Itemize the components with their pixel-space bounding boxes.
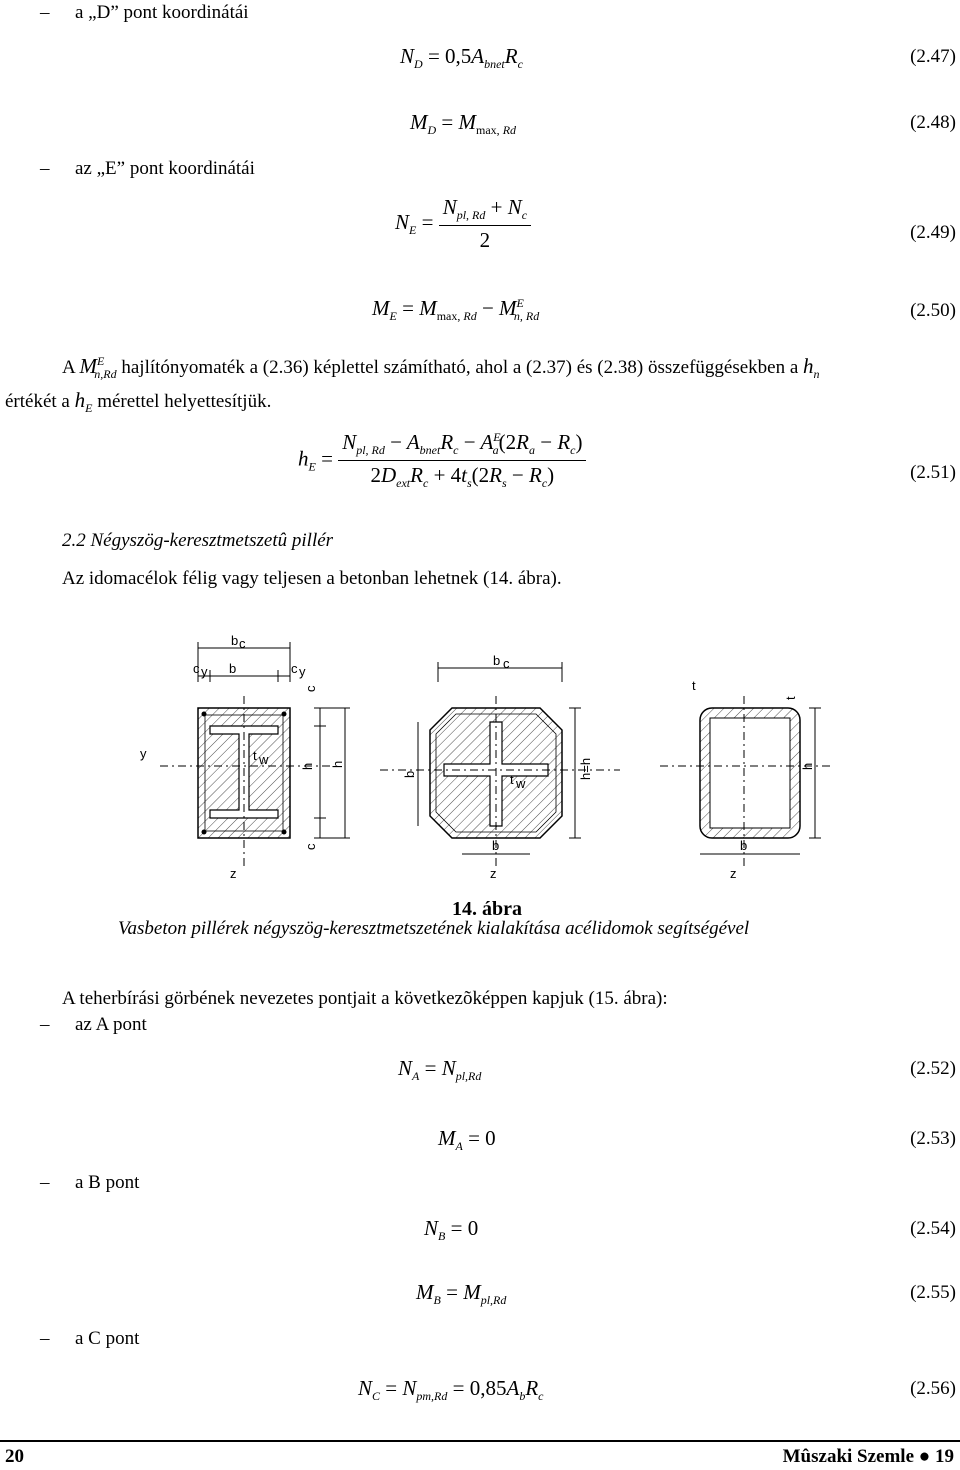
figure-number: 14. ábra bbox=[452, 898, 522, 920]
svg-text:c: c bbox=[291, 661, 298, 676]
equation-number: (2.53) bbox=[910, 1128, 956, 1149]
equation-number: (2.55) bbox=[910, 1282, 956, 1303]
equation-number: (2.56) bbox=[910, 1378, 956, 1399]
svg-text:h: h bbox=[800, 763, 815, 770]
item-a-point: az A pont bbox=[75, 1014, 147, 1035]
equation-2-52: NA = Npl,Rd bbox=[398, 1056, 482, 1084]
bullet-dash: – bbox=[40, 1172, 50, 1193]
bullet-dash: – bbox=[40, 1328, 50, 1349]
svg-text:c: c bbox=[303, 843, 318, 850]
svg-text:y: y bbox=[201, 664, 208, 679]
equation-number: (2.51) bbox=[910, 462, 956, 483]
bullet-dash: – bbox=[40, 2, 50, 23]
bullet-dash: – bbox=[40, 158, 50, 179]
svg-text:c: c bbox=[303, 685, 318, 692]
equation-2-48: MD = Mmax, Rd bbox=[410, 110, 517, 138]
svg-text:t: t bbox=[510, 772, 514, 787]
svg-text:b: b bbox=[231, 633, 238, 648]
svg-text:z: z bbox=[730, 866, 737, 881]
equation-2-56: NC = Npm,Rd = 0,85AbRc bbox=[358, 1376, 544, 1404]
paragraph-line-2: értékét a hE mérettel helyettesítjük. bbox=[5, 388, 272, 416]
svg-text:t: t bbox=[692, 678, 696, 693]
svg-text:c: c bbox=[193, 661, 200, 676]
item-d-point: a „D” pont koordinátái bbox=[75, 2, 249, 23]
figure-caption: Vasbeton pillérek négyszög-keresztmetsze… bbox=[118, 918, 750, 939]
page-number: 20 bbox=[5, 1446, 24, 1467]
body-paragraph: A teherbírási görbének nevezetes pontjai… bbox=[62, 988, 668, 1009]
equation-number: (2.50) bbox=[910, 300, 956, 321]
svg-text:b: b bbox=[402, 771, 417, 778]
equation-2-55: MB = Mpl,Rd bbox=[416, 1280, 507, 1308]
item-b-point: a B pont bbox=[75, 1172, 140, 1193]
paragraph-line-1: A MEn,Rd hajlítónyomaték a (2.36) képlet… bbox=[62, 354, 820, 382]
svg-text:b: b bbox=[740, 838, 747, 853]
equation-2-51: hE = Npl, Rd − AbnetRc − AEa(2Ra − Rc)2D… bbox=[298, 430, 587, 491]
svg-text:w: w bbox=[258, 752, 269, 767]
equation-2-54: NB = 0 bbox=[424, 1216, 479, 1244]
section-heading: 2.2 Négyszög-keresztmetszetû pillér bbox=[62, 530, 334, 551]
footer-rule bbox=[0, 1440, 960, 1442]
equation-2-50: ME = Mmax, Rd − MEn, Rd bbox=[372, 296, 540, 324]
right-section: h b z t t bbox=[660, 678, 830, 881]
svg-text:y: y bbox=[299, 664, 306, 679]
svg-text:c: c bbox=[503, 656, 510, 671]
svg-text:z: z bbox=[230, 866, 237, 881]
svg-text:y: y bbox=[140, 746, 147, 761]
journal-name: Mûszaki Szemle ● 19 bbox=[782, 1446, 954, 1467]
svg-text:h: h bbox=[330, 761, 345, 768]
section-intro: Az idomacélok félig vagy teljesen a beto… bbox=[62, 568, 562, 589]
svg-text:t: t bbox=[783, 696, 798, 700]
item-c-point: a C pont bbox=[75, 1328, 140, 1349]
item-e-point: az „E” pont koordinátái bbox=[75, 158, 255, 179]
svg-text:b: b bbox=[229, 661, 236, 676]
bullet-dash: – bbox=[40, 1014, 50, 1035]
svg-text:t: t bbox=[253, 748, 257, 763]
equation-number: (2.49) bbox=[910, 222, 956, 243]
svg-text:c: c bbox=[239, 636, 246, 651]
svg-text:b: b bbox=[493, 653, 500, 668]
svg-text:z: z bbox=[490, 866, 497, 881]
svg-text:w: w bbox=[515, 776, 526, 791]
svg-text:b: b bbox=[492, 838, 499, 853]
equation-number: (2.48) bbox=[910, 112, 956, 133]
equation-number: (2.52) bbox=[910, 1058, 956, 1079]
equation-2-47: ND = 0,5AbnetRc bbox=[400, 44, 523, 72]
equation-2-53: MA = 0 bbox=[438, 1126, 496, 1154]
equation-number: (2.54) bbox=[910, 1218, 956, 1239]
svg-text:h=h: h=h bbox=[578, 758, 593, 780]
equation-number: (2.47) bbox=[910, 46, 956, 67]
